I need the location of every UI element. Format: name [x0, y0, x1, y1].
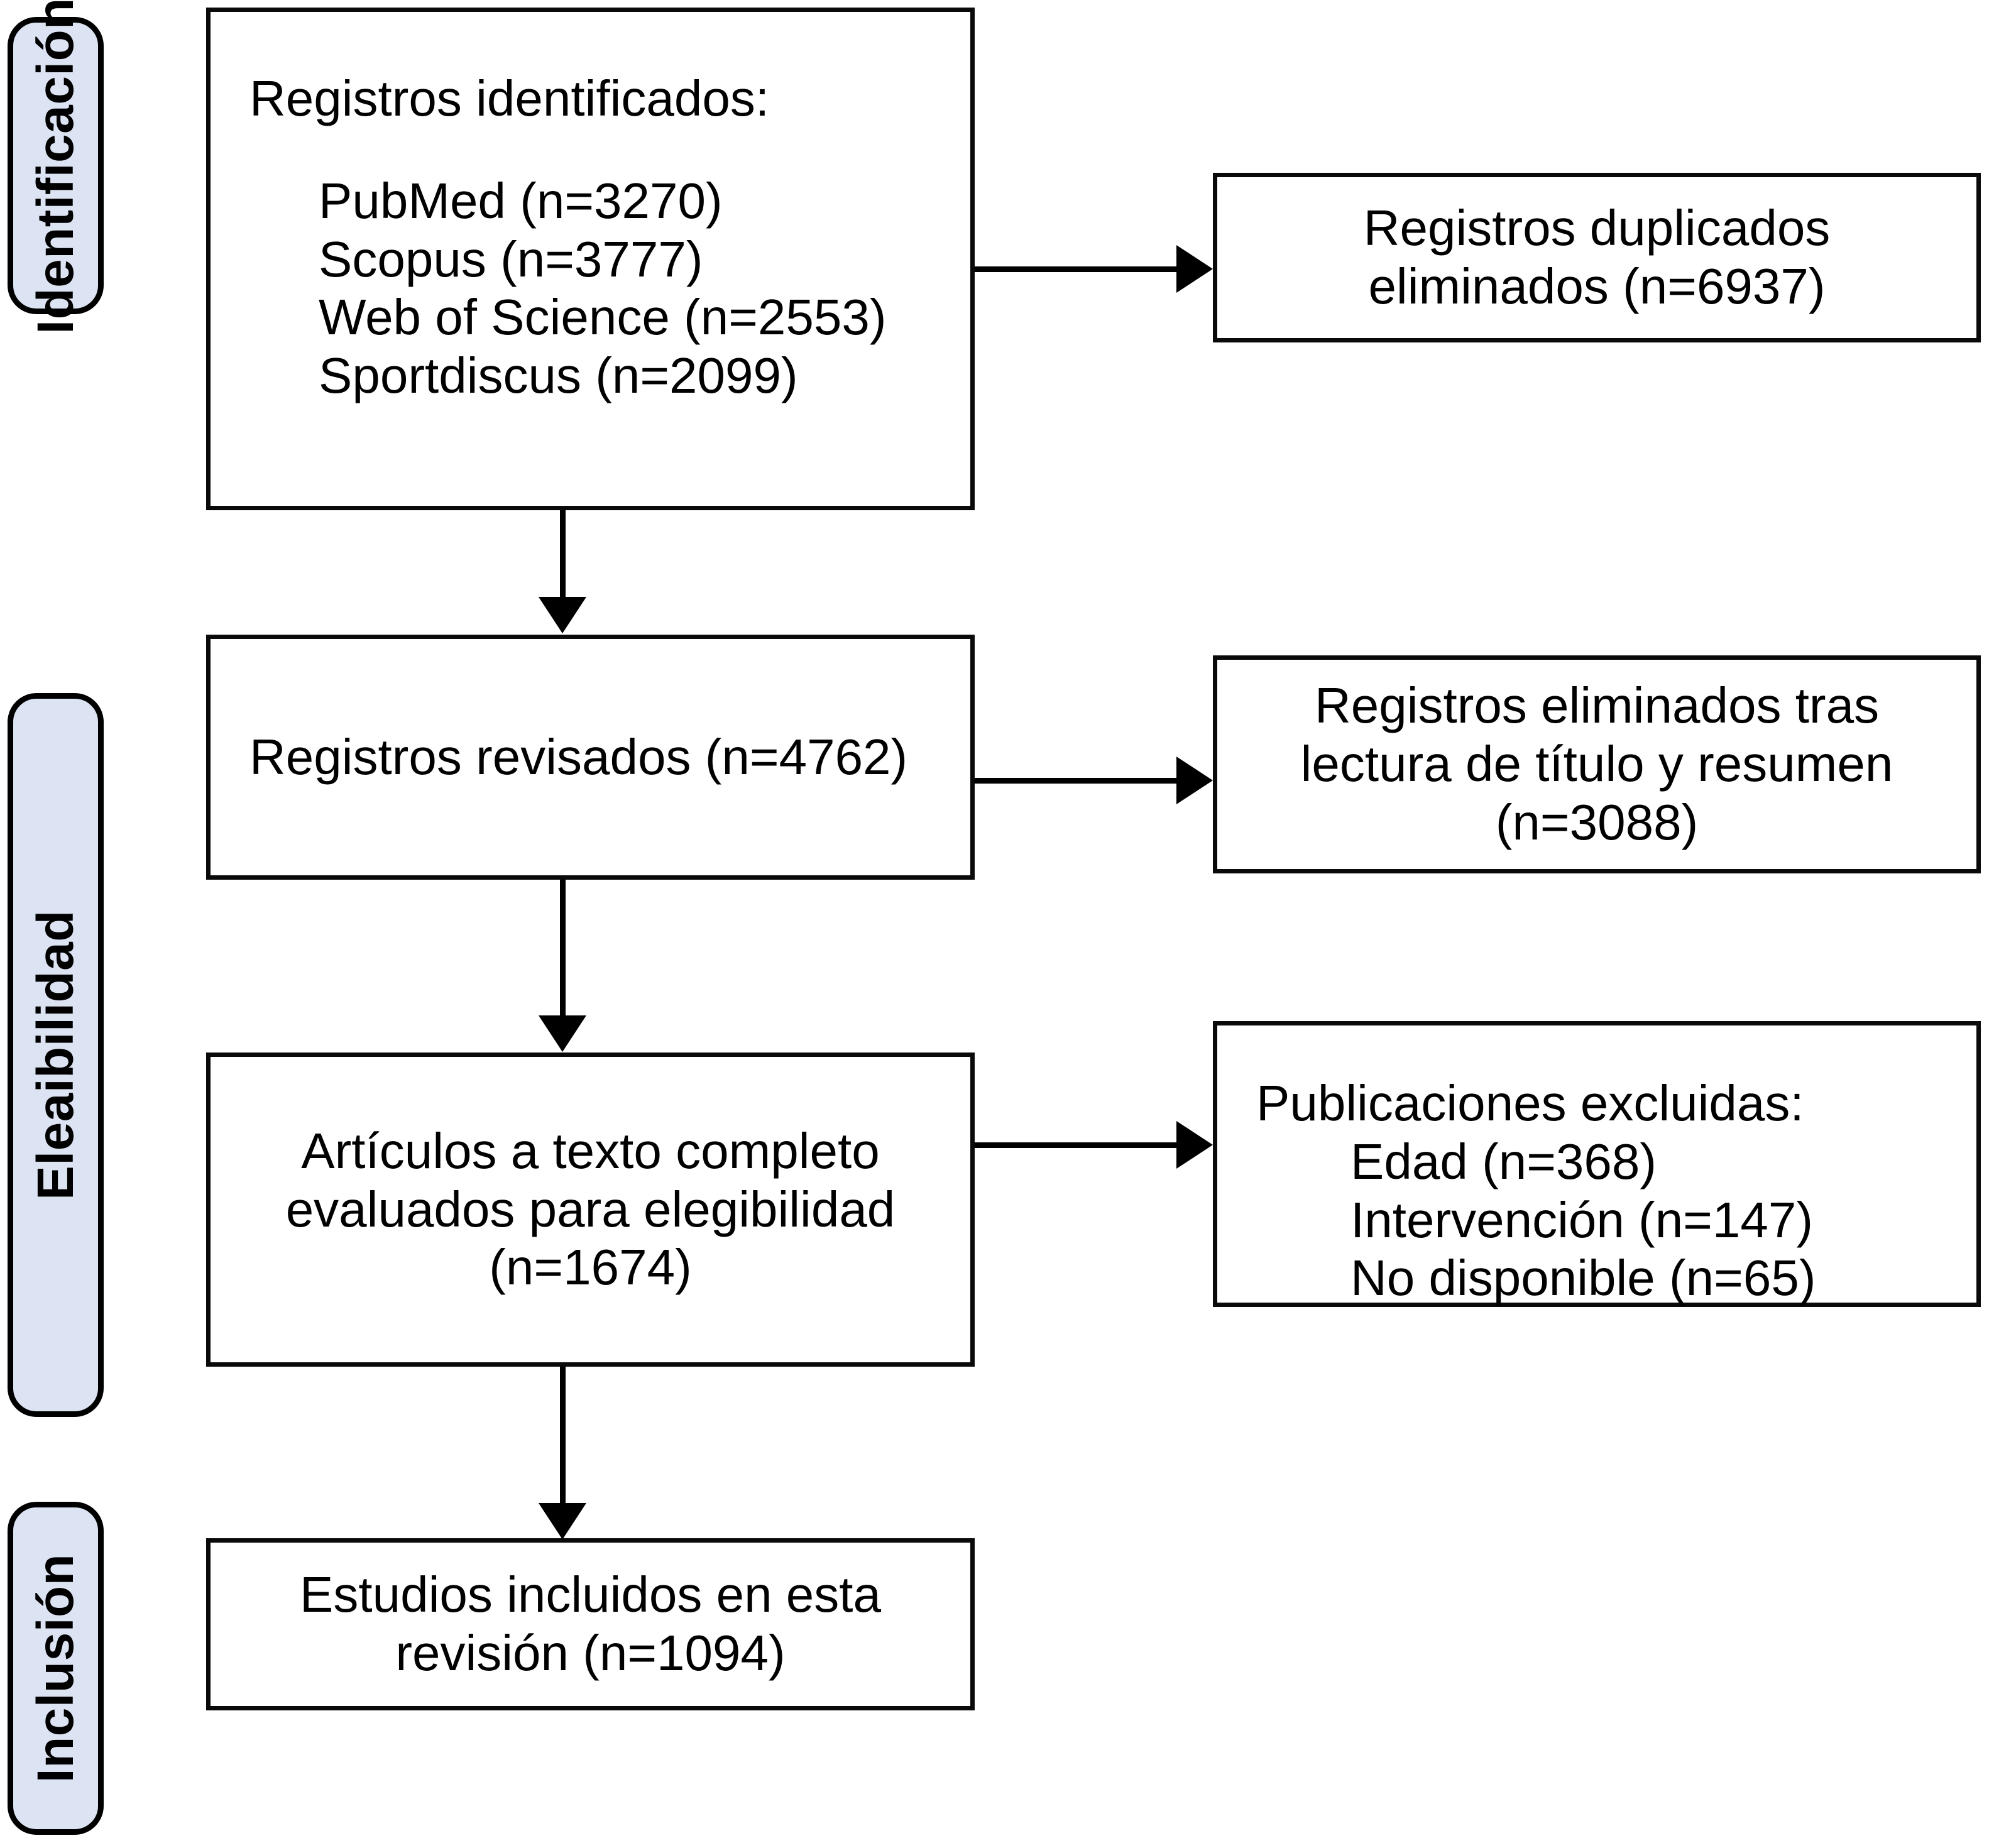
- connector-screened-to-fulltext: [560, 880, 566, 1018]
- connector-screened-to-excluded: [975, 778, 1179, 784]
- connector-fulltext-to-publications-excluded: [975, 1142, 1179, 1148]
- spacer: [249, 128, 945, 172]
- box-records-screened: Registros revisados (n=4762): [206, 635, 975, 880]
- stage-pill-elegibilidad: Eleaibilidad: [8, 693, 104, 1417]
- arrowhead-identified-to-duplicates: [1176, 245, 1213, 293]
- box-records-excluded-title-abstract: Registros eliminados tras lectura de tít…: [1213, 655, 1981, 873]
- stage-pill-identificacion: Identificación: [8, 0, 104, 334]
- connector-identified-to-screened: [560, 510, 566, 599]
- records-identified-heading: Registros identificados:: [249, 70, 770, 126]
- box-studies-included: Estudios incluidos en esta revisión (n=1…: [206, 1538, 975, 1710]
- arrowhead-fulltext-to-publications-excluded: [1176, 1121, 1213, 1169]
- connector-fulltext-to-included: [560, 1367, 566, 1505]
- render-artifact-text: [255, 1685, 883, 1693]
- box-duplicates-removed: Registros duplicados eliminados (n=6937): [1213, 173, 1981, 342]
- box-publications-excluded: Publicaciones excluidas: Edad (n=368) In…: [1213, 1021, 1981, 1307]
- stage-label-identificacion: Identificación: [26, 0, 84, 334]
- stage-label-elegibilidad: Eleaibilidad: [26, 910, 84, 1200]
- duplicates-removed-text: Registros duplicados eliminados (n=6937): [1363, 200, 1831, 314]
- fulltext-assessed-text: Artículos a texto completo evaluados par…: [285, 1122, 896, 1296]
- records-screened-text: Registros revisados (n=4762): [249, 728, 908, 785]
- box-records-identified: Registros identificados: PubMed (n=3270)…: [206, 8, 975, 510]
- connector-identified-to-duplicates: [975, 266, 1179, 272]
- records-identified-sources: PubMed (n=3270) Scopus (n=3777) Web of S…: [319, 172, 887, 404]
- arrowhead-fulltext-to-included: [539, 1503, 586, 1539]
- stage-label-inclusion: Inclusión: [26, 1553, 84, 1783]
- publications-excluded-reasons: Edad (n=368) Intervención (n=147) No dis…: [1350, 1133, 1816, 1306]
- publications-excluded-heading: Publicaciones excluidas:: [1256, 1075, 1804, 1131]
- records-excluded-title-abstract-text: Registros eliminados tras lectura de tít…: [1300, 677, 1893, 850]
- arrowhead-screened-to-excluded: [1176, 757, 1213, 804]
- arrowhead-screened-to-fulltext: [539, 1015, 586, 1052]
- arrowhead-identified-to-screened: [539, 597, 586, 633]
- stage-pill-inclusion: Inclusión: [8, 1502, 104, 1835]
- studies-included-text: Estudios incluidos en esta revisión (n=1…: [300, 1566, 881, 1681]
- box-fulltext-assessed: Artículos a texto completo evaluados par…: [206, 1052, 975, 1367]
